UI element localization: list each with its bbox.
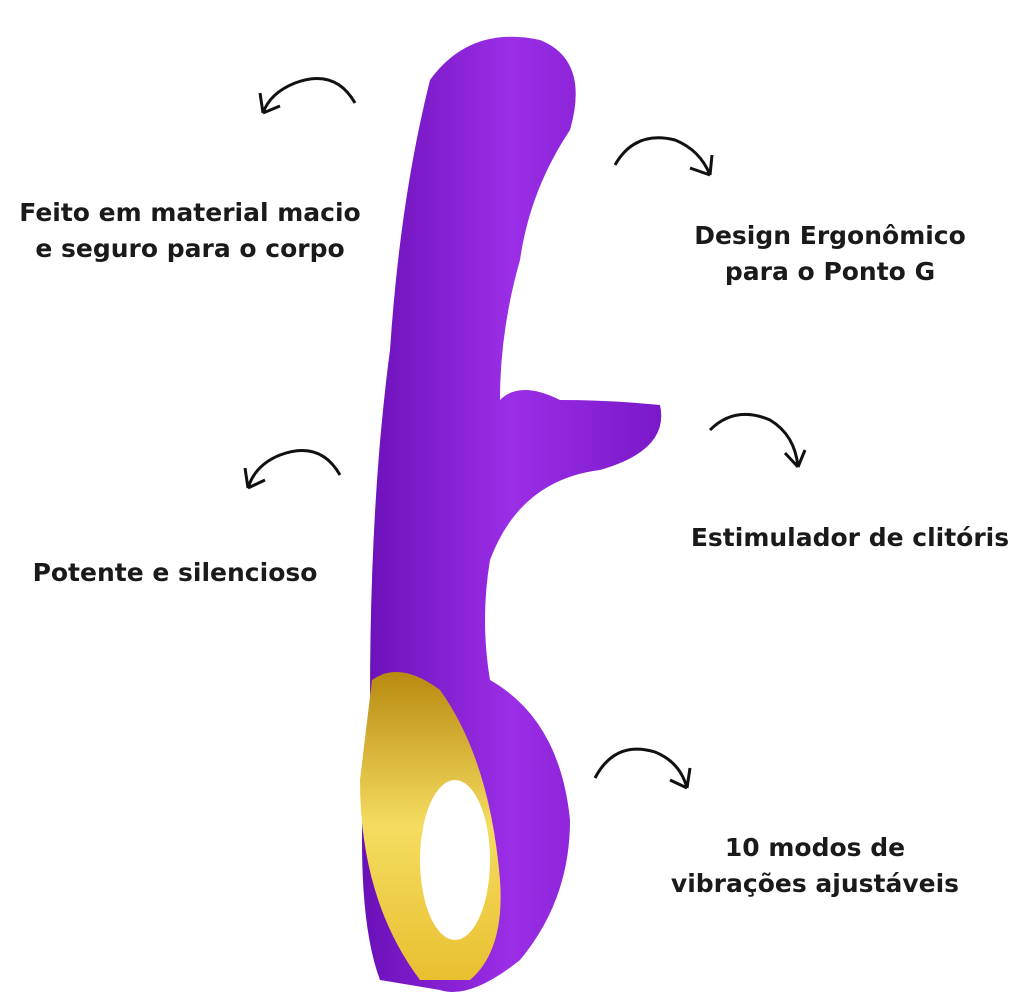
feature-line: vibrações ajustáveis (670, 869, 960, 898)
feature-soft-material: Feito em material macio e seguro para o c… (10, 195, 370, 267)
feature-clitoral: Estimulador de clitóris (680, 520, 1020, 556)
arrow-icon (258, 77, 357, 115)
arrow-icon (243, 449, 342, 490)
feature-powerful: Potente e silencioso (10, 555, 340, 591)
feature-line: Potente e silencioso (32, 558, 318, 587)
feature-line: 10 modos de (724, 833, 906, 862)
arrow-icon (613, 136, 714, 177)
feature-line: para o Ponto G (724, 257, 936, 286)
feature-line: Design Ergonômico (694, 221, 966, 250)
arrow-icon (708, 412, 807, 469)
arrow-icon (593, 747, 692, 790)
feature-line: e seguro para o corpo (35, 234, 345, 263)
feature-ergonomic: Design Ergonômico para o Ponto G (660, 218, 1000, 290)
feature-line: Feito em material macio (19, 198, 361, 227)
feature-vibration-modes: 10 modos de vibrações ajustáveis (650, 830, 980, 902)
feature-line: Estimulador de clitóris (690, 523, 1010, 552)
